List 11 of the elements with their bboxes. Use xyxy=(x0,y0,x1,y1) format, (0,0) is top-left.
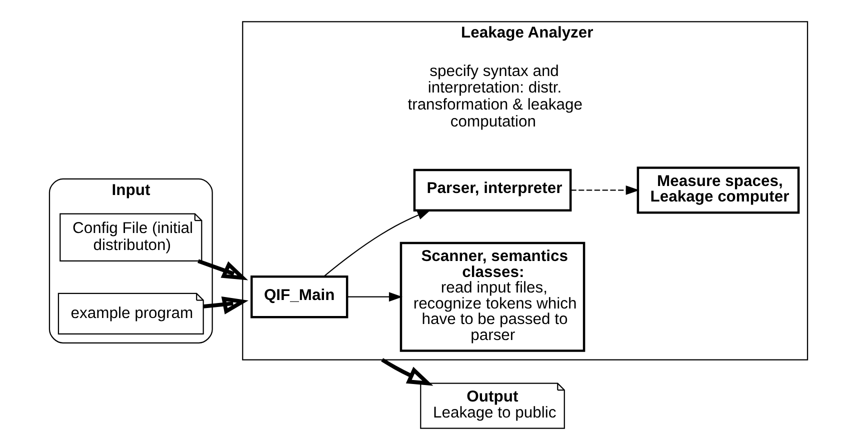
node-box: QIF_Main xyxy=(250,276,348,318)
arrow xyxy=(346,292,402,302)
node-box: Scanner, semantics classes: read input files, recognize tokens which have to be passed to parser xyxy=(399,242,585,352)
arrow xyxy=(380,358,433,386)
arrow xyxy=(197,259,248,280)
arrow xyxy=(202,296,248,314)
node-box: Parser, interpreter xyxy=(412,168,572,212)
node-box: Measure spaces, Leakage computer xyxy=(636,166,800,214)
arrow xyxy=(570,185,639,195)
arrow xyxy=(322,210,430,277)
node-label: specify syntax and interpretation: distr. transformation & leakage computation xyxy=(407,62,582,130)
